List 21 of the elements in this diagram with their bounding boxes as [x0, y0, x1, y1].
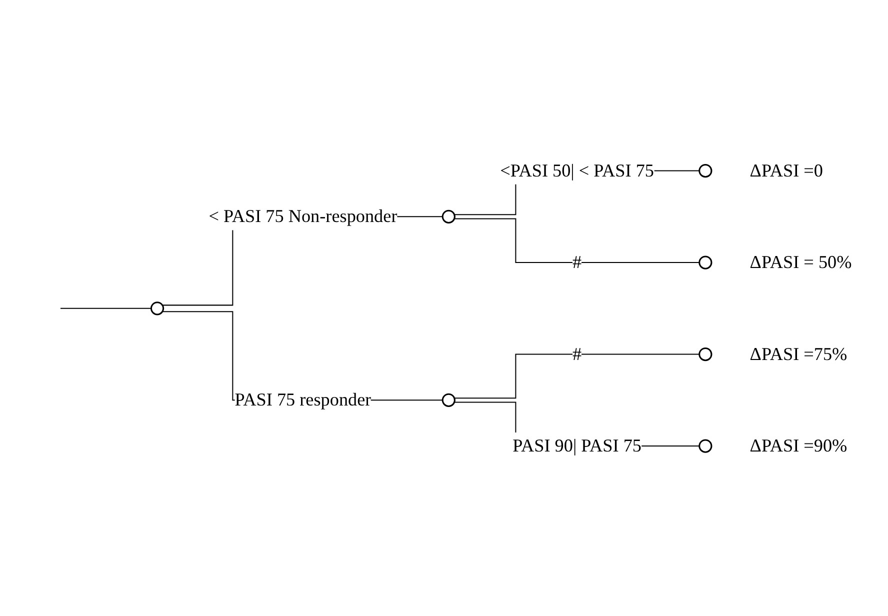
node-label: ΔPASI =75%	[750, 343, 848, 364]
node-circle	[698, 255, 712, 269]
node-label: ΔPASI =90%	[750, 435, 848, 456]
edge-label: #	[572, 343, 582, 364]
edge-label: <PASI 50| < PASI 75	[500, 160, 654, 180]
edge-label: PASI 75 responder	[234, 389, 372, 410]
decision-tree-drawing: < PASI 75 Non-responder PASI 75 responder <PASI 50| < PASI 75 # # PASI 90| PASI 75 ΔPASI =0 ΔPASI = 50% ΔPASI =75% ΔPASI =90%	[4, 136, 884, 480]
node-circle	[698, 164, 712, 178]
connector	[454, 218, 700, 263]
edge-label: PASI 90| PASI 75	[512, 435, 642, 456]
edge-label: < PASI 75 Non-responder	[208, 206, 398, 226]
node-label: ΔPASI = 50%	[750, 252, 852, 272]
connector	[60, 307, 152, 308]
node-circle	[698, 438, 712, 452]
node-circle	[698, 347, 712, 361]
edge-label: #	[572, 252, 582, 272]
connector	[454, 353, 700, 398]
node-circle	[442, 392, 456, 407]
node-label: ΔPASI =0	[750, 160, 823, 180]
node-circle	[150, 301, 164, 315]
node-circle	[442, 209, 456, 224]
